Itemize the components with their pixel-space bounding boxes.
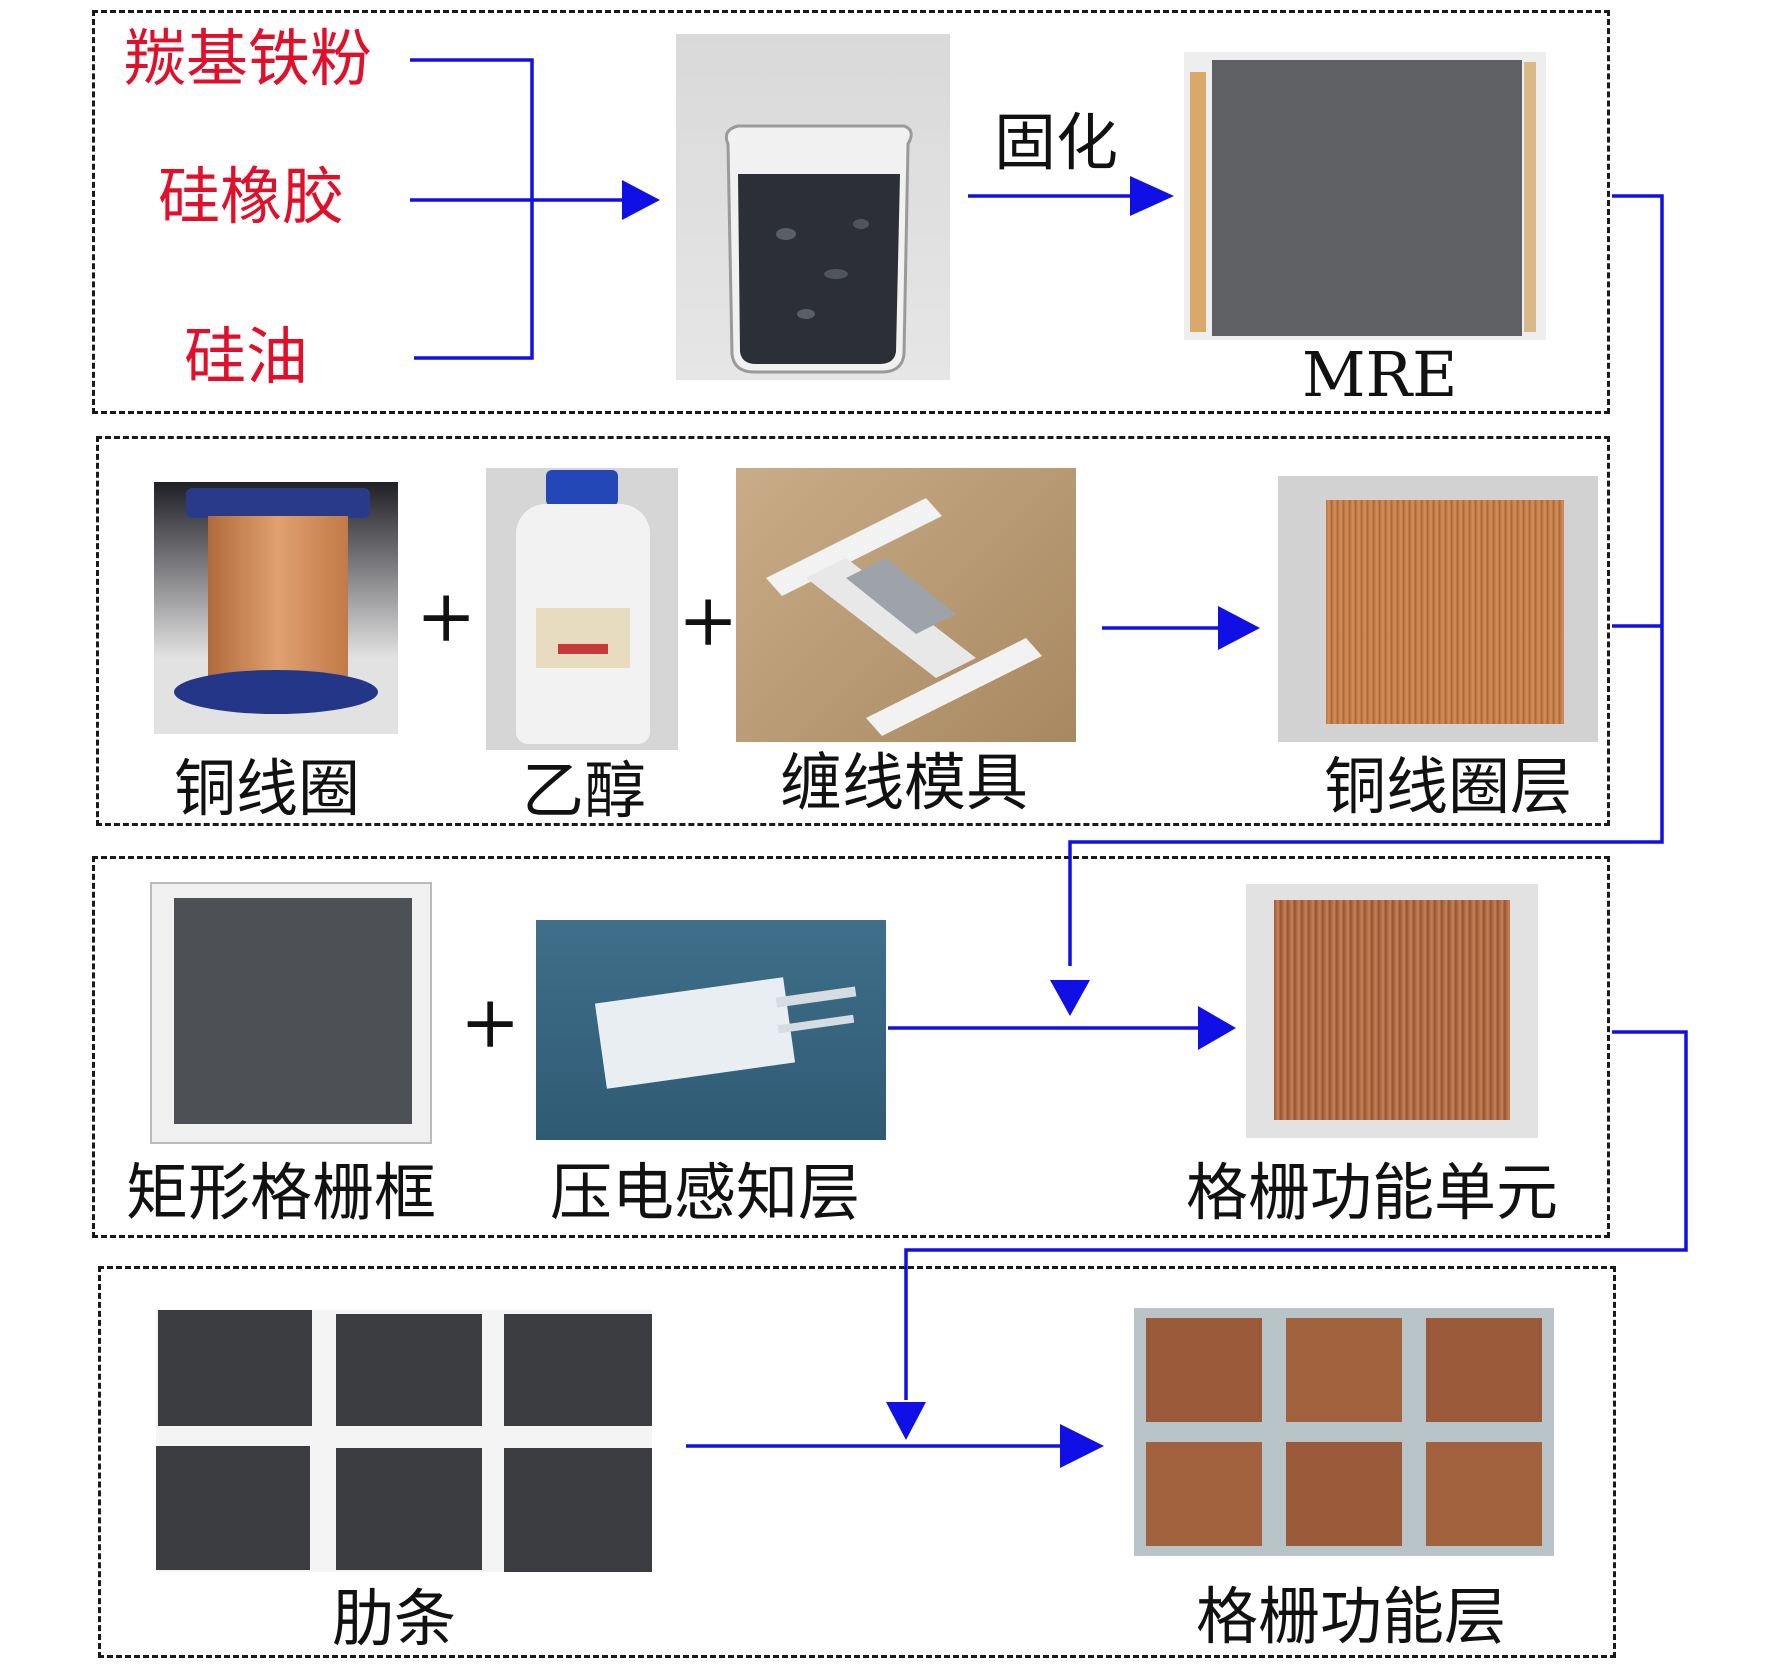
copper-coil-photo (154, 482, 398, 734)
mre-sheet-photo (1184, 52, 1546, 340)
unit-copper-winding (1274, 900, 1510, 1120)
input-carbonyl-iron-powder: 羰基铁粉 (124, 22, 373, 95)
merge-bracket (410, 58, 534, 360)
layer-cell-4 (1146, 1442, 1262, 1546)
copper-coil-layer-label: 铜线圈层 (1324, 750, 1573, 823)
grid-functional-unit-label: 格栅功能单元 (1186, 1156, 1559, 1229)
winding-mold-photo (736, 468, 1076, 742)
stage4-box (98, 1266, 1616, 1658)
arrowhead-coil-layer (1218, 606, 1260, 650)
ethanol-label: 乙醇 (522, 754, 647, 827)
connector-right-1 (1068, 194, 1664, 966)
piezo-sensing-layer-label: 压电感知层 (550, 1156, 861, 1229)
rectangular-grid-frame-label: 矩形格栅框 (126, 1156, 437, 1229)
rib-cell-2 (336, 1314, 482, 1426)
grid-functional-layer-photo (1134, 1308, 1554, 1556)
ribs-photo (156, 1310, 652, 1572)
arrowhead-down-stage3 (1050, 980, 1090, 1016)
rib-cell-3 (504, 1314, 652, 1426)
layer-cell-5 (1286, 1442, 1402, 1546)
rib-cell-1 (158, 1310, 312, 1426)
beaker-mixture-photo (676, 34, 950, 380)
copper-coil-layer-photo (1278, 476, 1598, 742)
plus-sign-1: + (416, 574, 477, 658)
copper-coil-label: 铜线圈 (174, 752, 361, 825)
curing-label: 固化 (994, 106, 1119, 179)
mre-clamp-left (1190, 72, 1206, 332)
bottle-cap (546, 470, 618, 506)
stage1-box (92, 10, 1610, 414)
layer-cell-6 (1426, 1442, 1542, 1546)
rib-cell-4 (156, 1446, 310, 1570)
rectangular-grid-frame-photo (150, 882, 432, 1144)
connector-right-2 (904, 1030, 1688, 1400)
spool-bottom-flange (174, 670, 378, 714)
grid-frame-sheet (174, 898, 412, 1124)
winding-mold-label: 缠线模具 (780, 746, 1029, 819)
bottle-label (536, 608, 630, 668)
layer-cell-3 (1426, 1318, 1542, 1422)
layer-cell-1 (1146, 1318, 1262, 1422)
spool-top-flange (186, 488, 370, 518)
input-silicone-oil: 硅油 (184, 320, 309, 393)
coil-layer-winding (1326, 500, 1564, 724)
layer-cell-2 (1286, 1318, 1402, 1422)
plus-sign-3: + (460, 980, 521, 1064)
stage2-box (96, 436, 1610, 826)
arrowhead-mre (1130, 176, 1174, 216)
arrowhead-layer (1060, 1424, 1104, 1468)
rib-cell-6 (504, 1448, 652, 1572)
ethanol-bottle-photo (486, 468, 678, 750)
piezo-sensing-layer-photo (536, 920, 886, 1140)
mre-sheet (1212, 60, 1522, 336)
ribs-label: 肋条 (332, 1582, 457, 1655)
bottle-label-mark (558, 644, 608, 654)
arrowhead-beaker (622, 180, 660, 220)
arrowhead-unit (1198, 1006, 1236, 1050)
mre-label: MRE (1302, 338, 1458, 411)
spool-copper-winding (208, 516, 348, 676)
plus-sign-2: + (678, 578, 739, 662)
grid-functional-unit-photo (1246, 884, 1538, 1138)
input-silicone-rubber: 硅橡胶 (158, 160, 345, 233)
grid-functional-layer-label: 格栅功能层 (1196, 1580, 1507, 1653)
stage3-box (92, 856, 1610, 1238)
rib-cell-5 (336, 1448, 482, 1570)
arrowhead-down-stage4 (886, 1402, 926, 1440)
mre-clamp-right (1524, 62, 1536, 332)
